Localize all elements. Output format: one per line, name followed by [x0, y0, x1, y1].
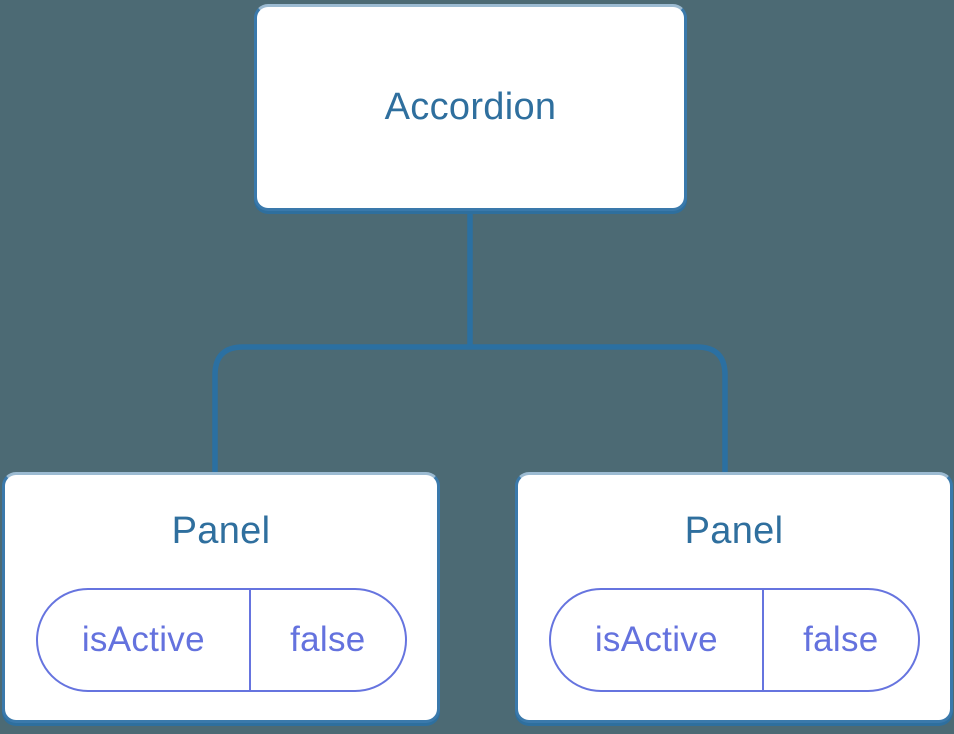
accordion-component-box: Accordion: [254, 4, 687, 211]
state-pill: isActive false: [548, 587, 920, 692]
state-value: false: [249, 589, 404, 690]
panel-component-label: Panel: [171, 510, 271, 552]
state-name: isActive: [81, 619, 205, 659]
panel-component-box-left: Panel isActive false: [2, 472, 440, 723]
accordion-component-label: Accordion: [384, 85, 557, 128]
state-value: false: [762, 589, 917, 690]
state-pill: isActive false: [35, 587, 407, 692]
panel-component-label: Panel: [684, 510, 784, 552]
panel-component-box-right: Panel isActive false: [515, 472, 953, 723]
state-name: isActive: [594, 619, 718, 659]
connector-branch: [212, 344, 728, 476]
